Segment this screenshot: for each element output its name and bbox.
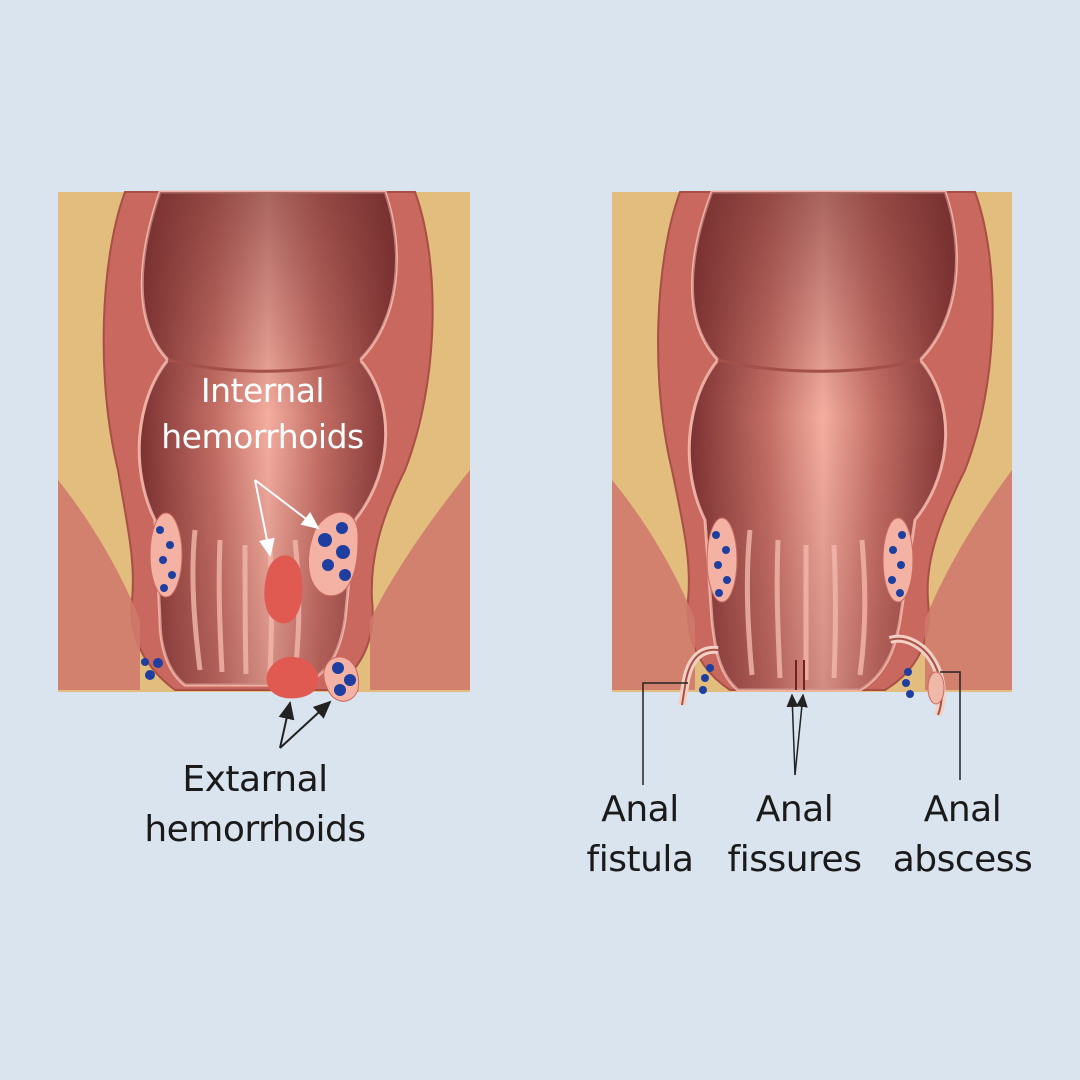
internal-hemorrhoids-label: Internal hemorrhoids (161, 371, 364, 456)
left-panel (58, 190, 470, 749)
right-levator-left (612, 480, 695, 690)
hemorrhoid-blob-icon (266, 656, 319, 699)
external-hemorrhoids-label: Extarnal hemorrhoids (144, 759, 366, 850)
vein-cluster-icon (141, 658, 163, 680)
right-rectal-fold (717, 358, 921, 373)
vein-cluster-icon (323, 656, 360, 702)
fissures-arrow-2 (794, 693, 808, 776)
internal-arrow-2 (254, 479, 320, 530)
vein-cluster-icon (706, 517, 738, 603)
vein-cluster-icon (882, 517, 914, 603)
right-anal-columns (744, 529, 868, 680)
abscess-pocket (927, 671, 945, 705)
left-levator-left (58, 480, 140, 690)
vein-cluster-icon (902, 668, 914, 698)
anal-fissures-label: Anal fissures (727, 789, 862, 880)
fistula-leader (642, 682, 688, 785)
internal-arrow-1 (254, 479, 275, 557)
hemorrhoid-blob-icon (264, 555, 303, 624)
vein-cluster-icon (699, 664, 714, 694)
abscess-leader (940, 671, 961, 780)
vein-cluster-icon (307, 512, 359, 597)
vein-cluster-icon (149, 512, 183, 598)
right-levator-right (925, 470, 1012, 690)
right-panel (612, 190, 1012, 785)
left-levator-right (370, 470, 470, 690)
left-rectal-fold (167, 358, 361, 373)
fissures-arrow-1 (786, 693, 799, 776)
anal-abscess-label: Anal abscess (892, 789, 1033, 880)
external-arrow-1 (278, 701, 295, 749)
external-arrow-2 (279, 700, 332, 749)
anal-fistula-label: Anal fistula (586, 789, 694, 880)
